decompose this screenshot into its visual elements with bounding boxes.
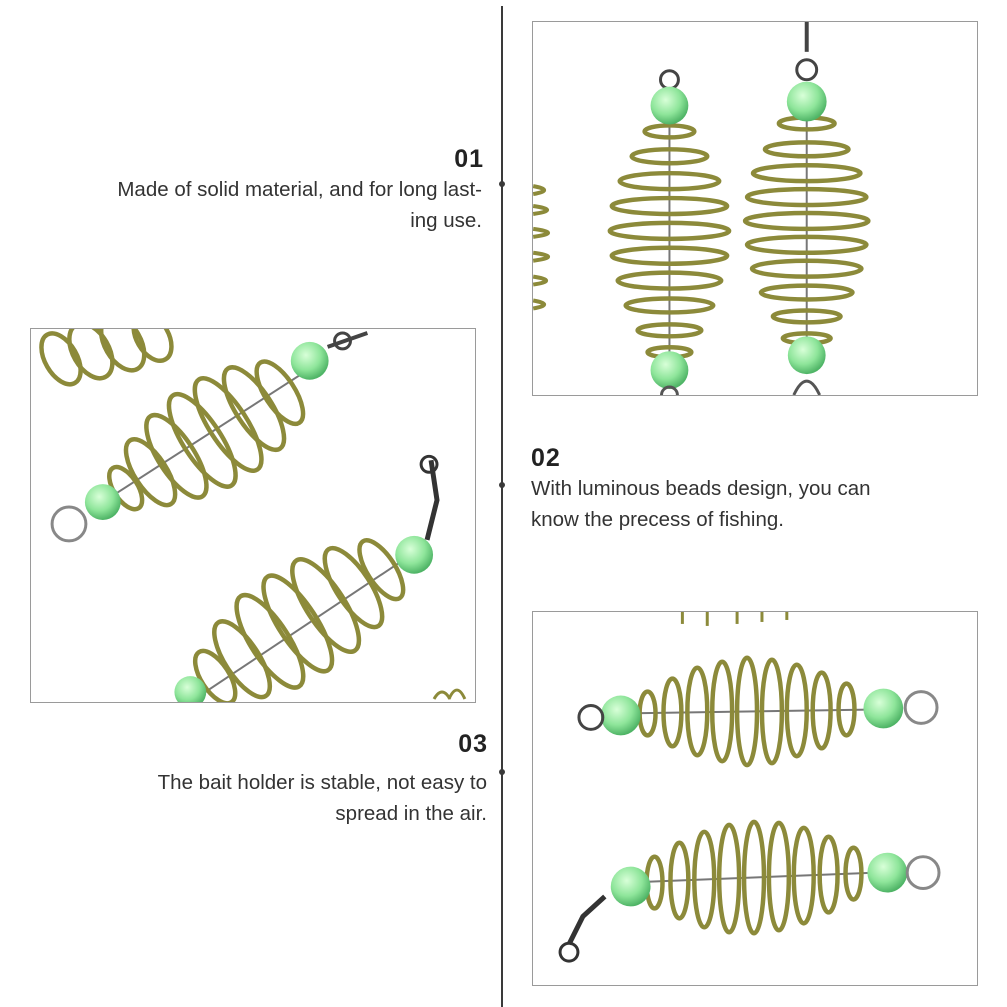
feature-number-02: 02: [531, 444, 561, 472]
timeline-line: [501, 6, 503, 1007]
spring-feeder-illustration-2: [39, 329, 467, 702]
product-photo-horizontal-feeders: [532, 611, 978, 986]
feature-description-01-line-2: ing use.: [410, 209, 482, 232]
spring-feeder-illustration-3: [558, 612, 941, 963]
timeline-dot-2: [499, 482, 505, 488]
product-photo-vertical-feeders: [532, 21, 978, 396]
feature-description-01: Made of solid material, and for long las…: [20, 174, 482, 236]
feature-description-02-line-2: know the precess of fishing.: [531, 508, 784, 531]
spring-feeder-f: [558, 819, 941, 963]
feature-description-02-line-1: With luminous beads design, you can: [531, 477, 871, 500]
spring-feeder-a: [607, 69, 732, 395]
feature-description-03-line-1: The bait holder is stable, not easy to: [157, 771, 487, 794]
feature-description-02: With luminous beads design, you can know…: [531, 473, 991, 535]
spring-feeder-c: [50, 331, 369, 543]
feature-number-03: 03: [458, 730, 488, 758]
timeline-dot-1: [499, 181, 505, 187]
feature-description-03: The bait holder is stable, not easy to s…: [20, 767, 487, 829]
timeline-dot-3: [499, 769, 505, 775]
spring-feeder-illustration-1: [533, 22, 871, 395]
feature-description-01-line-1: Made of solid material, and for long las…: [117, 178, 482, 201]
product-photo-diagonal-feeders: [30, 328, 476, 703]
spring-feeder-e: [577, 655, 939, 768]
feature-description-03-line-2: spread in the air.: [335, 802, 487, 825]
spring-feeder-b: [742, 22, 871, 395]
spring-feeder-d: [174, 454, 440, 702]
feature-number-01: 01: [454, 145, 484, 173]
